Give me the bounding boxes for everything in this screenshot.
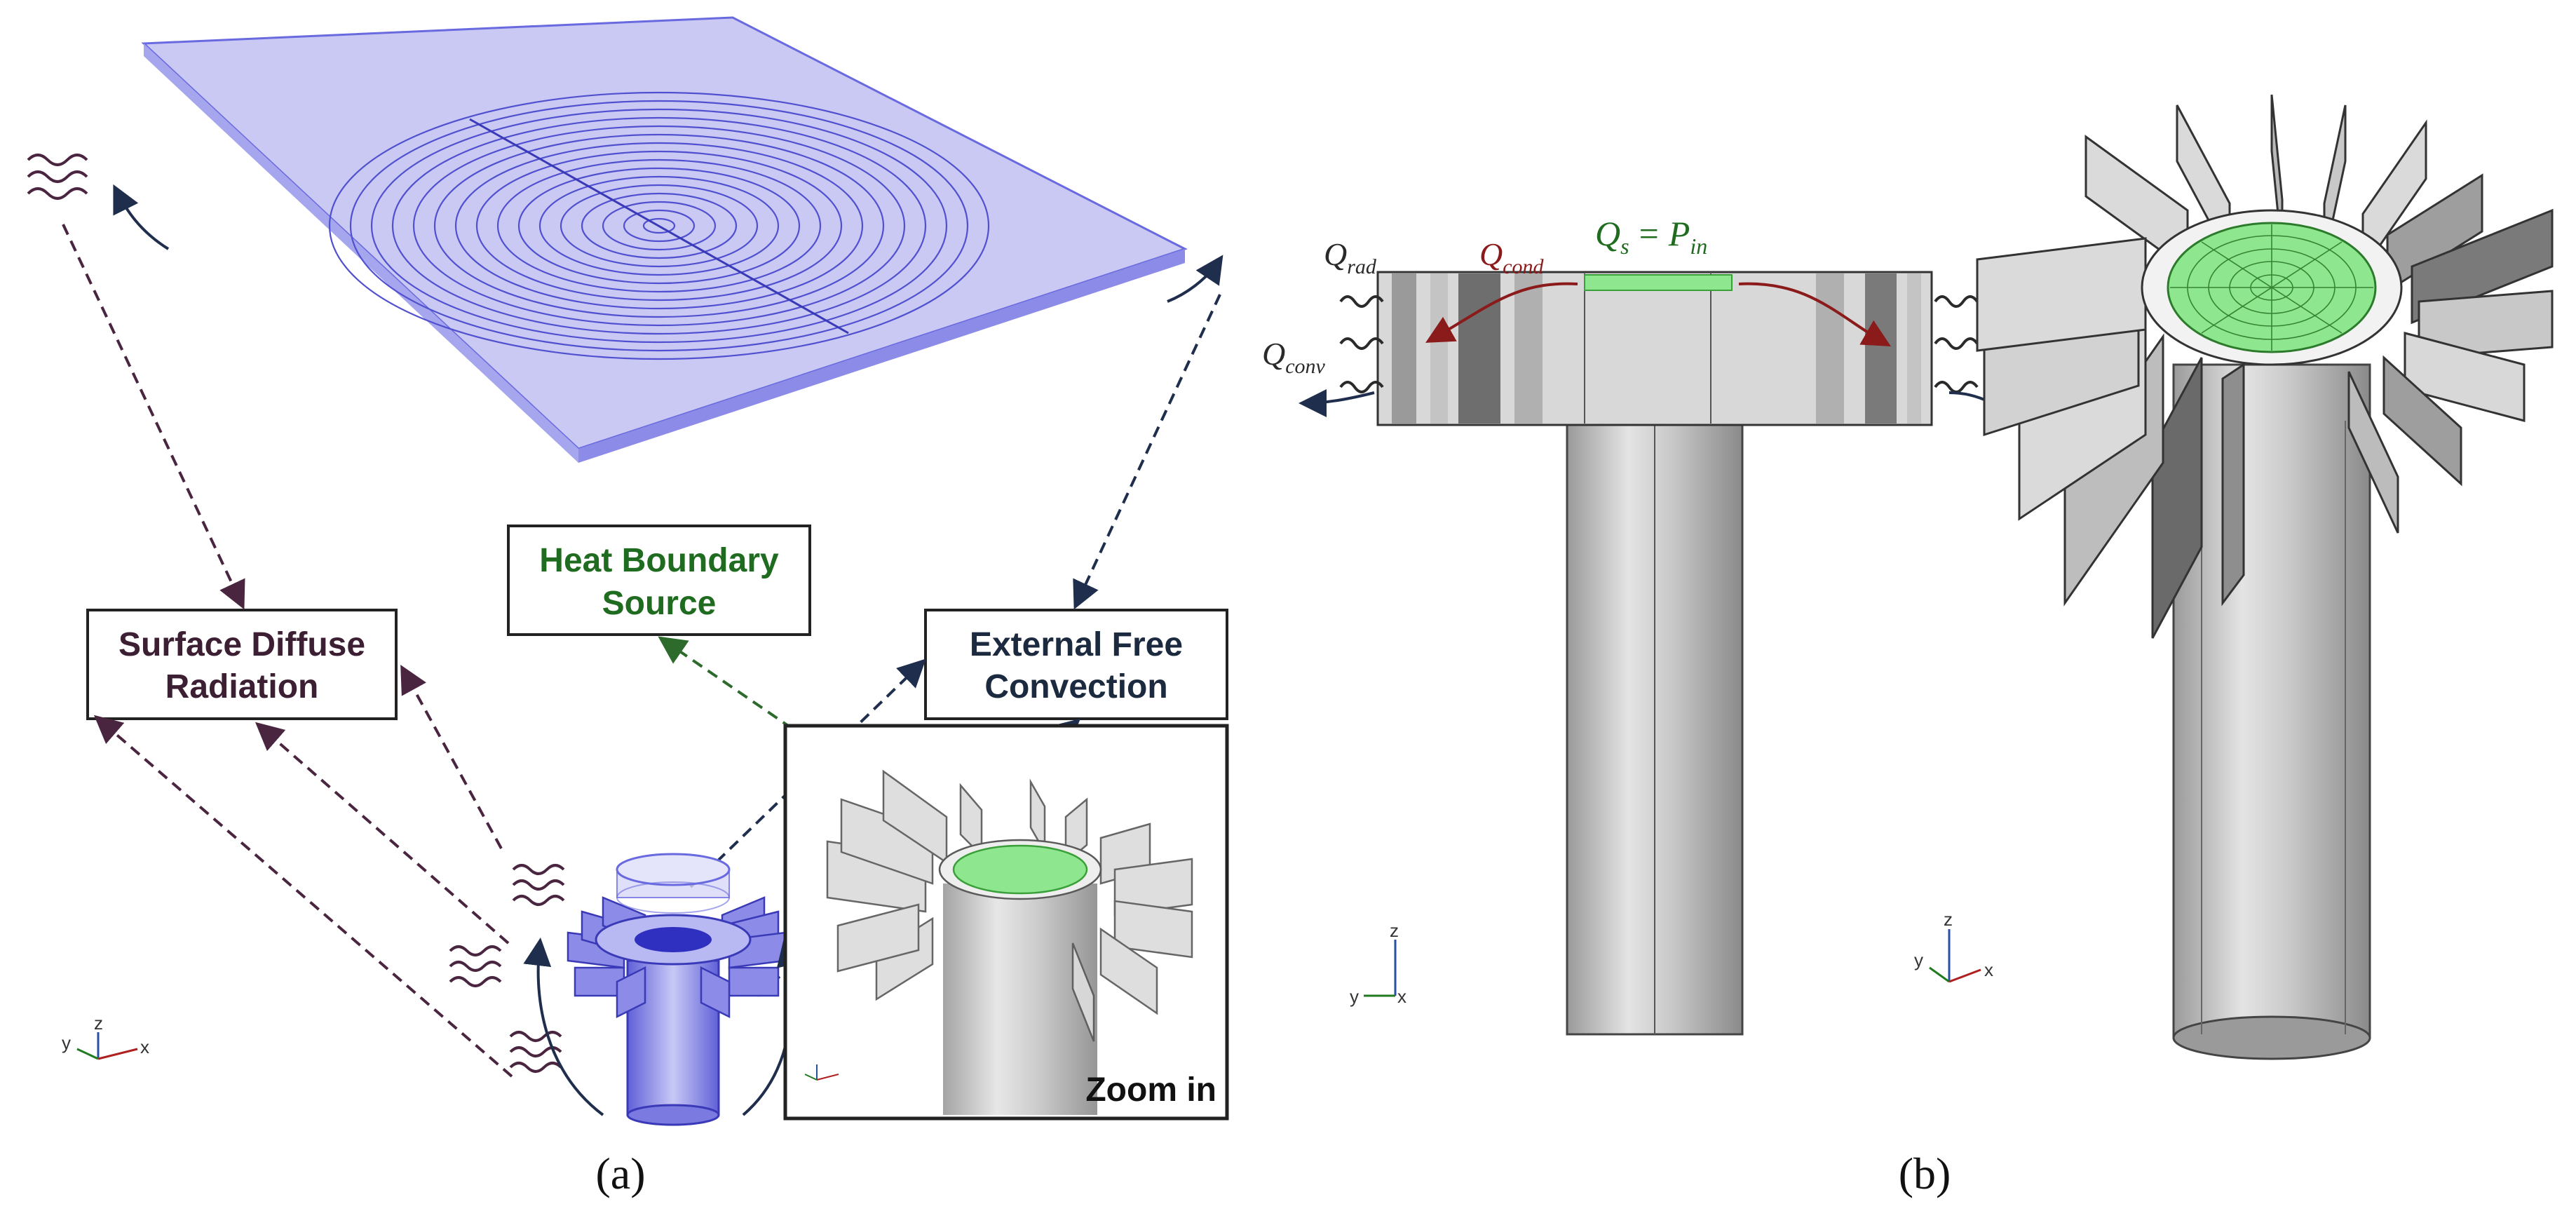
axis-y-label: y [1350, 986, 1359, 1007]
radiation-dashed-arrows [62, 224, 513, 1078]
wave-icon [1339, 295, 1979, 393]
conduction-arrows [1425, 282, 1891, 346]
axis-triad: z x y [1914, 909, 1993, 983]
convection-box-line2: Convection [984, 668, 1167, 705]
caption-b: (b) [1899, 1149, 1951, 1198]
heat-source-box: Heat Boundary Source [507, 525, 811, 636]
heatsink-isometric [1976, 94, 2554, 1060]
plate-3d [141, 16, 1188, 463]
convection-box-line1: External Free [970, 626, 1183, 663]
axis-x-label: x [1984, 959, 1993, 980]
heatsink-small-blue [567, 853, 787, 1126]
axis-x-label: x [140, 1036, 149, 1057]
radiation-box-line1: Surface Diffuse [118, 626, 365, 663]
axis-z-label: z [1944, 909, 1953, 930]
q-conv-label: Qconv [1262, 336, 1326, 378]
axis-y-label: y [62, 1032, 71, 1053]
convection-curve-icon [113, 184, 1223, 303]
zoom-in-label: Zoom in [1085, 1071, 1216, 1109]
wave-icon [449, 864, 565, 1073]
q-rad-label: Qrad [1324, 236, 1377, 278]
axis-triad: z x y [62, 1013, 149, 1060]
wave-icon [27, 154, 88, 200]
axis-z-label: z [1390, 920, 1399, 941]
radiation-box-line2: Radiation [165, 668, 319, 705]
heat-source-box-line1: Heat Boundary [539, 542, 779, 579]
axis-z-label: z [94, 1013, 103, 1034]
q-cond-label: Qcond [1479, 236, 1545, 278]
heatsink-side-view [1376, 271, 1933, 1036]
zoom-inset: Zoom in [783, 724, 1229, 1121]
axis-triad [804, 1064, 839, 1081]
axis-x-label: x [1397, 986, 1406, 1007]
caption-a: (a) [595, 1149, 645, 1198]
heat-source-box-line2: Source [602, 585, 717, 622]
radiation-box: Surface Diffuse Radiation [86, 609, 398, 720]
axis-triad: z y x [1350, 920, 1406, 1007]
spiral-coil [328, 91, 990, 360]
convection-box: External Free Convection [924, 609, 1228, 720]
axis-y-label: y [1914, 949, 1923, 970]
q-s-equation: Qs=Pin [1595, 214, 1707, 259]
